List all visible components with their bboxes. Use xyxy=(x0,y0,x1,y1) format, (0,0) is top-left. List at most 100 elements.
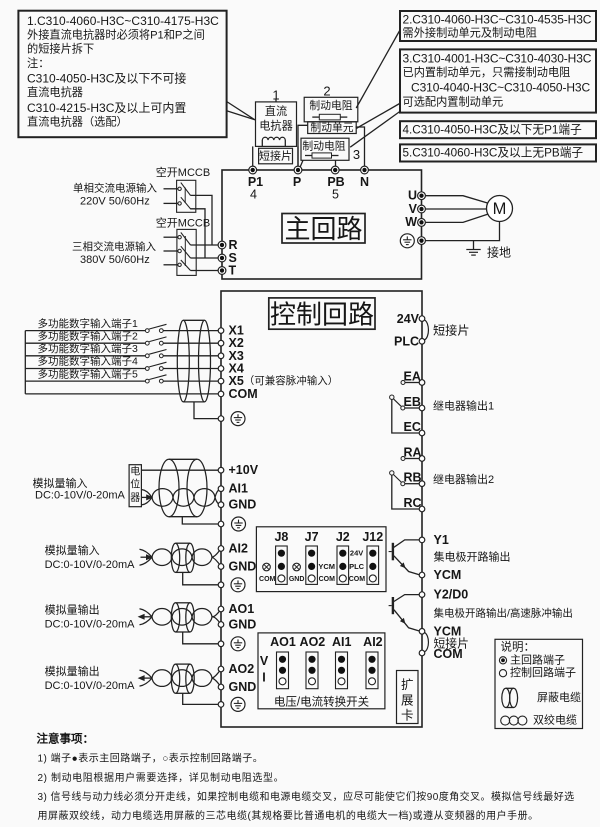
svg-text:GND: GND xyxy=(289,576,305,583)
svg-text:AI1: AI1 xyxy=(332,635,352,649)
svg-text:DC:0-10V/0-20mA: DC:0-10V/0-20mA xyxy=(45,619,136,631)
svg-text:DC:0-10V/0-20mA: DC:0-10V/0-20mA xyxy=(35,489,126,501)
svg-text:电抗器: 电抗器 xyxy=(259,119,293,133)
svg-text:W: W xyxy=(405,215,417,229)
svg-text:三相交流电源输入: 三相交流电源输入 xyxy=(72,240,156,253)
svg-text:AI2: AI2 xyxy=(363,635,383,649)
svg-text:N: N xyxy=(360,175,369,189)
svg-text:用屏蔽双绞线，动力电缆选用屏蔽的三芯电缆(其规格要比普通电机: 用屏蔽双绞线，动力电缆选用屏蔽的三芯电缆(其规格要比普通电机的电缆大一档)或遵从… xyxy=(38,809,539,822)
svg-text:COM: COM xyxy=(259,576,276,583)
svg-text:主回路: 主回路 xyxy=(284,214,362,244)
svg-text:AI1: AI1 xyxy=(229,482,249,496)
svg-text:COM: COM xyxy=(319,576,336,583)
svg-text:S: S xyxy=(229,251,237,265)
svg-text:短接片: 短接片 xyxy=(433,322,470,337)
svg-text:PLC: PLC xyxy=(394,335,419,349)
svg-text:2) 制动电阻根据用户需要选择，详见制动电阻选型。: 2) 制动电阻根据用户需要选择，详见制动电阻选型。 xyxy=(38,771,285,784)
svg-text:AO1: AO1 xyxy=(270,635,296,649)
svg-text:X2: X2 xyxy=(229,336,244,350)
svg-text:3) 信号线与动力线必须分开走线，如果控制电缆和电源电缆交叉: 3) 信号线与动力线必须分开走线，如果控制电缆和电源电缆交叉，应尽可能使它们按9… xyxy=(38,790,575,803)
svg-text:V: V xyxy=(409,202,418,216)
svg-text:单相交流电源输入: 单相交流电源输入 xyxy=(73,182,157,195)
svg-text:4: 4 xyxy=(250,188,257,202)
svg-text:接地: 接地 xyxy=(487,244,511,259)
svg-text:RB: RB xyxy=(404,471,422,485)
svg-text:AO1: AO1 xyxy=(229,602,255,616)
svg-text:GND: GND xyxy=(229,560,257,574)
svg-text:集电极开路输出/高速脉冲输出: 集电极开路输出/高速脉冲输出 xyxy=(434,607,573,620)
svg-text:J12: J12 xyxy=(362,530,383,544)
svg-text:AI2: AI2 xyxy=(229,542,249,556)
svg-text:C310-4050-H3C及以下不可接: C310-4050-H3C及以下不可接 xyxy=(27,71,186,86)
svg-text:短接片: 短接片 xyxy=(434,636,469,650)
svg-text:24V: 24V xyxy=(397,312,420,326)
svg-text:继电器输出1: 继电器输出1 xyxy=(433,398,494,412)
svg-text:控制回路端子: 控制回路端子 xyxy=(510,665,576,679)
svg-text:PLC: PLC xyxy=(349,562,365,571)
svg-text:已内置制动单元，只需接制动电阻: 已内置制动单元，只需接制动电阻 xyxy=(403,65,571,79)
svg-text:EA: EA xyxy=(404,369,421,383)
svg-text:器: 器 xyxy=(130,492,140,504)
svg-text:DC:0-10V/0-20mA: DC:0-10V/0-20mA xyxy=(45,680,136,692)
svg-text:制动电阻: 制动电阻 xyxy=(302,140,345,153)
svg-text:1.C310-4060-H3C~C310-4175-H3C: 1.C310-4060-H3C~C310-4175-H3C xyxy=(27,14,219,28)
svg-text:U: U xyxy=(408,189,417,203)
svg-text:COM: COM xyxy=(229,387,258,401)
svg-text:短接片: 短接片 xyxy=(259,148,292,162)
svg-text:模拟量输入: 模拟量输入 xyxy=(45,543,100,557)
svg-text:注：: 注： xyxy=(27,56,49,70)
svg-text:1: 1 xyxy=(272,88,279,103)
svg-text:卡: 卡 xyxy=(401,708,414,722)
svg-text:多功能数字输入端子1: 多功能数字输入端子1 xyxy=(38,317,138,330)
svg-text:说明：: 说明： xyxy=(501,640,536,654)
svg-text:多功能数字输入端子2: 多功能数字输入端子2 xyxy=(38,329,138,342)
svg-text:AO2: AO2 xyxy=(229,662,255,676)
svg-text:注意事项：: 注意事项： xyxy=(37,732,95,746)
svg-text:多功能数字输入端子5: 多功能数字输入端子5 xyxy=(38,367,138,380)
svg-text:模拟量输出: 模拟量输出 xyxy=(45,664,100,678)
svg-text:的短接片拆下: 的短接片拆下 xyxy=(27,42,94,56)
svg-text:展: 展 xyxy=(401,694,414,708)
svg-text:3: 3 xyxy=(353,147,360,162)
svg-text:T: T xyxy=(229,264,237,278)
svg-text:380V 50/60Hz: 380V 50/60Hz xyxy=(80,254,150,266)
svg-text:RA: RA xyxy=(404,445,422,459)
svg-text:GND: GND xyxy=(229,680,257,694)
svg-text:模拟量输出: 模拟量输出 xyxy=(45,603,100,617)
svg-text:空开MCCB: 空开MCCB xyxy=(156,165,210,179)
svg-text:220V 50/60Hz: 220V 50/60Hz xyxy=(80,195,150,207)
svg-text:YCM: YCM xyxy=(434,568,462,582)
svg-text:4.C310-4050-H3C及以下无P1端子: 4.C310-4050-H3C及以下无P1端子 xyxy=(403,123,583,136)
svg-text:J2: J2 xyxy=(336,530,350,544)
svg-text:P: P xyxy=(293,175,301,189)
svg-text:V: V xyxy=(260,654,269,668)
svg-text:2.C310-4060-H3C~C310-4535-H3C: 2.C310-4060-H3C~C310-4535-H3C xyxy=(403,13,592,27)
svg-text:C310-4040-H3C~C310-4050-H3C: C310-4040-H3C~C310-4050-H3C xyxy=(411,81,591,95)
svg-text:COM: COM xyxy=(434,647,463,661)
svg-text:X5（可兼容脉冲输入）: X5（可兼容脉冲输入） xyxy=(229,374,339,388)
svg-text:外接直流电抗器时必须将P1和P之间: 外接直流电抗器时必须将P1和P之间 xyxy=(27,27,205,41)
svg-text:Y1: Y1 xyxy=(434,533,449,547)
svg-text:主回路端子: 主回路端子 xyxy=(510,653,565,666)
svg-text:X3: X3 xyxy=(229,349,244,363)
svg-text:可选配内置制动单元: 可选配内置制动单元 xyxy=(403,95,504,109)
svg-text:COM: COM xyxy=(349,576,366,583)
svg-text:1) 端子●表示主回路端子，○表示控制回路端子。: 1) 端子●表示主回路端子，○表示控制回路端子。 xyxy=(38,751,264,764)
svg-text:直流电抗器（选配）: 直流电抗器（选配） xyxy=(27,115,128,129)
svg-text:P1: P1 xyxy=(248,175,263,189)
svg-text:继电器输出2: 继电器输出2 xyxy=(433,472,494,486)
svg-text:+10V: +10V xyxy=(229,463,259,477)
svg-text:屏蔽电缆: 屏蔽电缆 xyxy=(537,691,581,704)
svg-text:EC: EC xyxy=(404,420,421,434)
svg-text:位: 位 xyxy=(130,478,140,491)
svg-text:制动单元: 制动单元 xyxy=(310,121,353,134)
svg-text:制动电阻: 制动电阻 xyxy=(309,99,352,112)
svg-text:Y2/D0: Y2/D0 xyxy=(434,588,469,602)
svg-text:控制回路: 控制回路 xyxy=(270,299,374,329)
svg-text:5.C310-4060-H3C及以上无PB端子: 5.C310-4060-H3C及以上无PB端子 xyxy=(403,147,584,160)
svg-text:直流: 直流 xyxy=(265,104,287,118)
svg-text:多功能数字输入端子3: 多功能数字输入端子3 xyxy=(38,342,138,355)
svg-text:X4: X4 xyxy=(229,362,244,376)
svg-text:X1: X1 xyxy=(229,324,244,338)
svg-text:多功能数字输入端子4: 多功能数字输入端子4 xyxy=(38,355,138,368)
